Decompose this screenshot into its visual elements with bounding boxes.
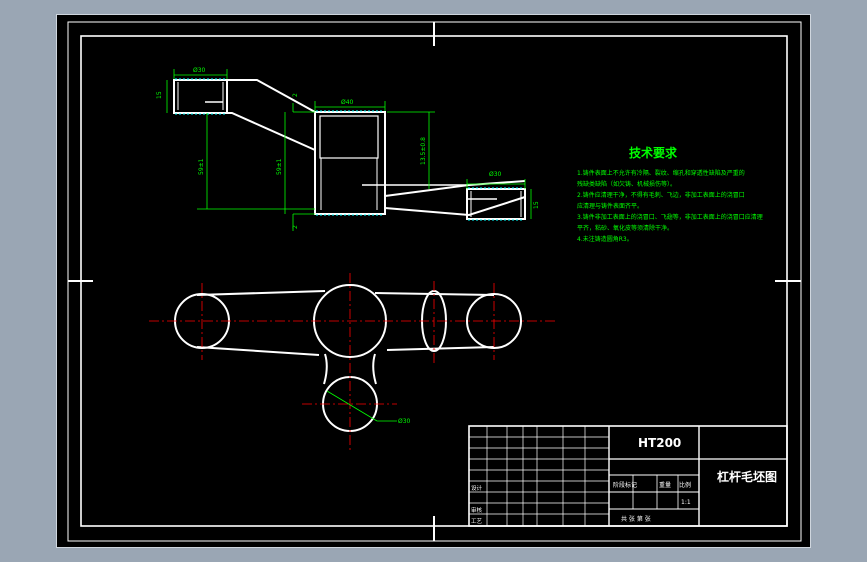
tech-line: 2.铸件应清理干净，不得有毛刺、飞边，非加工表面上的浇冒口: [577, 191, 745, 199]
material-label: HT200: [638, 436, 681, 450]
tech-line: 1.铸件表面上不允许有冷隔、裂纹、缩孔和穿透性缺陷及严重的: [577, 169, 745, 177]
scale-value: 1:1: [681, 499, 691, 506]
dim-59-left: 59±1: [198, 158, 205, 175]
dim-2-bottom: 2: [292, 225, 299, 229]
cad-viewport[interactable]: Ø30 15 2 Ø40 59±1 59±1 2 13.5±0.8 Ø30 15: [56, 14, 811, 548]
left-boss: [173, 79, 228, 114]
dim-dia30-top: Ø30: [193, 67, 206, 74]
title-row-2: 审核: [471, 506, 483, 514]
drawing-name: 杠杆毛坯图: [717, 469, 777, 484]
dim-dia40: Ø40: [341, 99, 354, 106]
upper-arm: [227, 79, 316, 113]
title-row-1: 设计: [471, 484, 483, 492]
section-view: [173, 79, 526, 220]
right-boss: [466, 188, 526, 220]
central-boss: [314, 111, 386, 215]
section-hatch: [175, 78, 524, 221]
title-row-3: 工艺: [471, 518, 483, 525]
tech-line: 平齐，粘砂、氧化皮等须清除干净。: [577, 224, 673, 232]
tech-line: 3.铸件非加工表面上的浇冒口、飞翅等，非加工表面上的浇冒口应清理: [577, 213, 763, 221]
tech-requirements: 技术要求 1.铸件表面上不允许有冷隔、裂纹、缩孔和穿透性缺陷及严重的残缺类缺陷（…: [577, 145, 763, 243]
title-block-text: HT200 杠杆毛坯图 阶段标记 重量 比例 1:1 共 张 第 张 设计 审核…: [471, 436, 777, 525]
lower-arm: [384, 180, 526, 197]
dimension-text: Ø30 15 2 Ø40 59±1 59±1 2 13.5±0.8 Ø30 15: [156, 67, 540, 229]
dim-59-right: 59±1: [276, 158, 283, 175]
centering-marks: [68, 22, 801, 541]
drawing-sheet: Ø30 15 2 Ø40 59±1 59±1 2 13.5±0.8 Ø30 15: [67, 21, 802, 542]
dim-13: 13.5±0.8: [420, 137, 427, 165]
tech-line: 4.未注铸造圆角R3。: [577, 235, 633, 243]
scale-label: 比例: [679, 481, 691, 489]
dim-dia30-bottom: Ø30: [398, 418, 411, 425]
tech-title: 技术要求: [629, 145, 678, 160]
dimension-lines: [166, 69, 532, 231]
stage-label: 阶段标记: [613, 481, 637, 489]
dim-dia30-right: Ø30: [489, 171, 502, 178]
leader-dia30: [326, 390, 397, 422]
sheet-label: 共 张 第 张: [621, 515, 651, 523]
plan-view: [174, 284, 522, 432]
weight-label: 重量: [659, 481, 671, 489]
center-lines: [149, 273, 557, 453]
dim-height15-left: 15: [156, 91, 163, 99]
title-block: [468, 425, 788, 527]
dim-height15-right: 15: [533, 201, 540, 209]
dim-2-top: 2: [292, 93, 299, 97]
tech-line: 应清理与铸件表面齐平。: [577, 202, 643, 210]
tech-line: 残缺类缺陷（如欠铸、机械损伤等）。: [577, 180, 676, 188]
